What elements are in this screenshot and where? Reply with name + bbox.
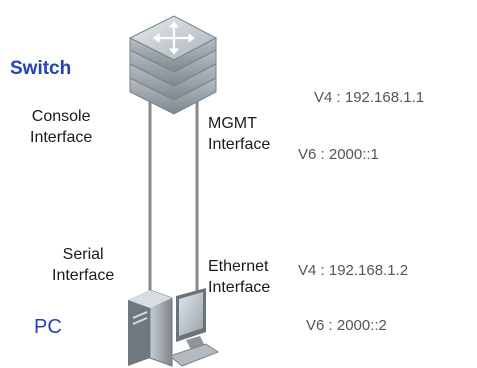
desktop-pc-icon [128,288,220,367]
pc-ipv4-address: V4 : 192.168.1.2 [298,262,409,279]
switch-label: Switch [10,58,72,79]
ethernet-interface-label: Ethernet Interface [208,258,271,296]
mgmt-interface-label: MGMT Interface [208,115,271,153]
switch-ipv4-address: V4 : 192.168.1.1 [314,89,425,106]
network-switch-icon [128,15,218,115]
pc-ipv6-address: V6 : 2000::2 [306,317,387,334]
serial-interface-label: Serial Interface [52,246,115,284]
pc-label: PC [34,316,62,338]
console-interface-label: Console Interface [30,108,93,146]
switch-ipv6-address: V6 : 2000::1 [298,146,379,163]
